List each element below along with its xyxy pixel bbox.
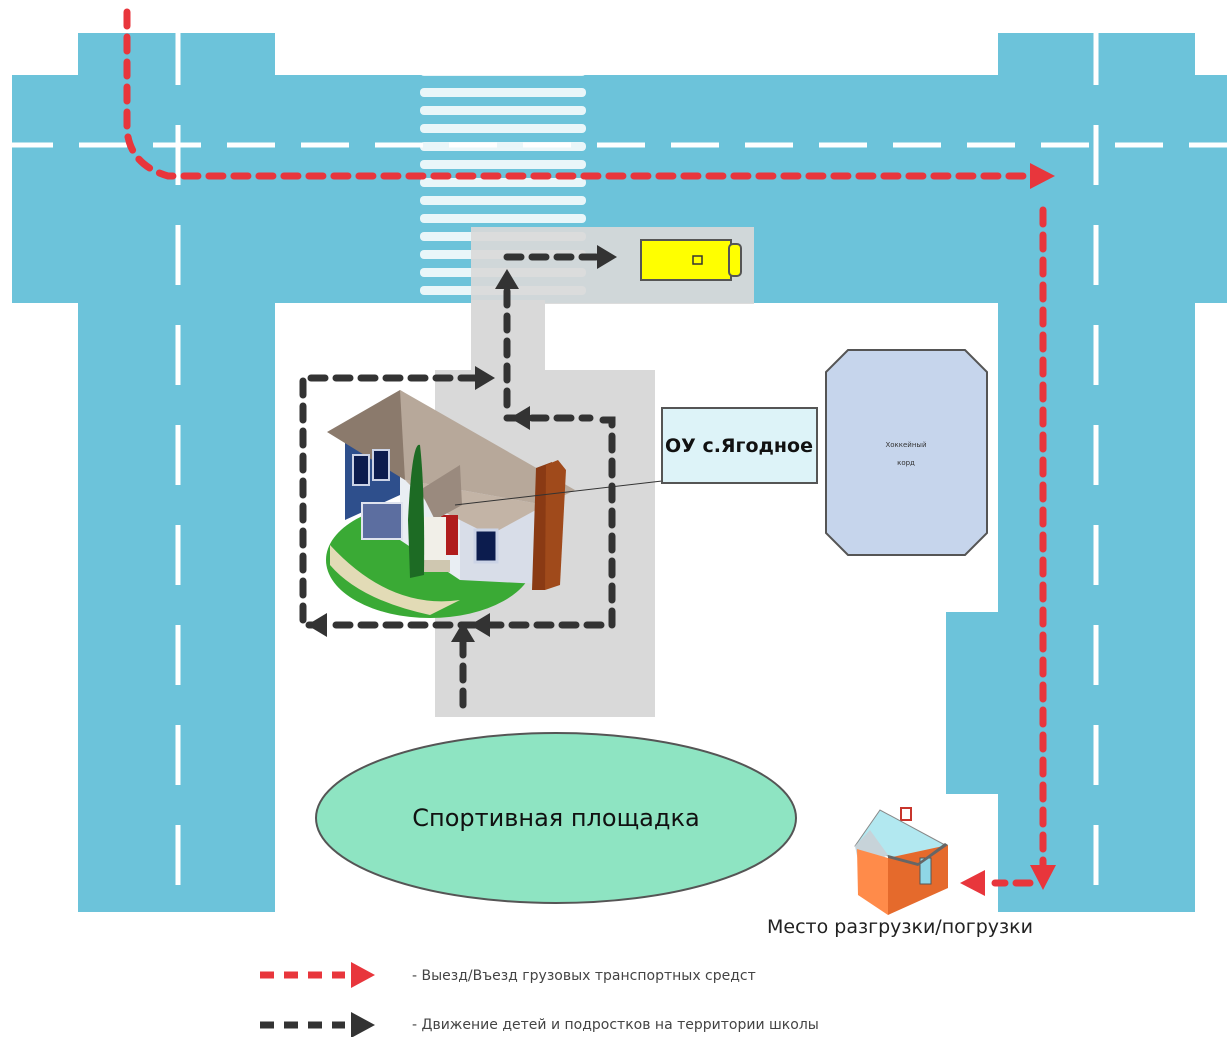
hockey-label-line2: корд	[897, 459, 915, 467]
unload-place-label: Место разгрузки/погрузки	[767, 916, 1033, 938]
sidewalk-vertical	[471, 300, 545, 372]
legend-item-children: - Движение детей и подростков на террито…	[260, 1012, 819, 1037]
bus-icon	[640, 239, 742, 281]
hockey-label-line1: Хоккейный	[885, 441, 926, 449]
legend-truck-text: - Выезд/Въезд грузовых транспортных сред…	[412, 968, 756, 984]
truck-route-arrows	[960, 163, 1056, 896]
legend: - Выезд/Въезд грузовых транспортных сред…	[260, 962, 819, 1037]
road-right-bulge	[946, 612, 1006, 794]
legend-children-text: - Движение детей и подростков на террито…	[412, 1017, 819, 1033]
legend-dark-arrow-icon	[351, 1012, 375, 1037]
children-route-arrows	[307, 245, 617, 642]
roads	[12, 33, 1227, 912]
school-label: ОУ с.Ягодное	[665, 435, 813, 457]
unload-house-icon	[854, 807, 948, 915]
sport-ground-label: Спортивная площадка	[412, 804, 699, 832]
school-label-box: ОУ с.Ягодное	[661, 407, 818, 484]
sport-ground: Спортивная площадка	[315, 732, 797, 904]
truck-route	[123, 8, 1047, 887]
road-markings	[5, 25, 1227, 935]
road-right	[998, 300, 1195, 912]
road-left	[78, 300, 275, 912]
legend-red-arrow-icon	[351, 962, 375, 988]
legend-item-truck: - Выезд/Въезд грузовых транспортных сред…	[260, 962, 756, 988]
school-building-icon	[326, 390, 663, 618]
hockey-court: Хоккейный корд	[825, 349, 988, 556]
